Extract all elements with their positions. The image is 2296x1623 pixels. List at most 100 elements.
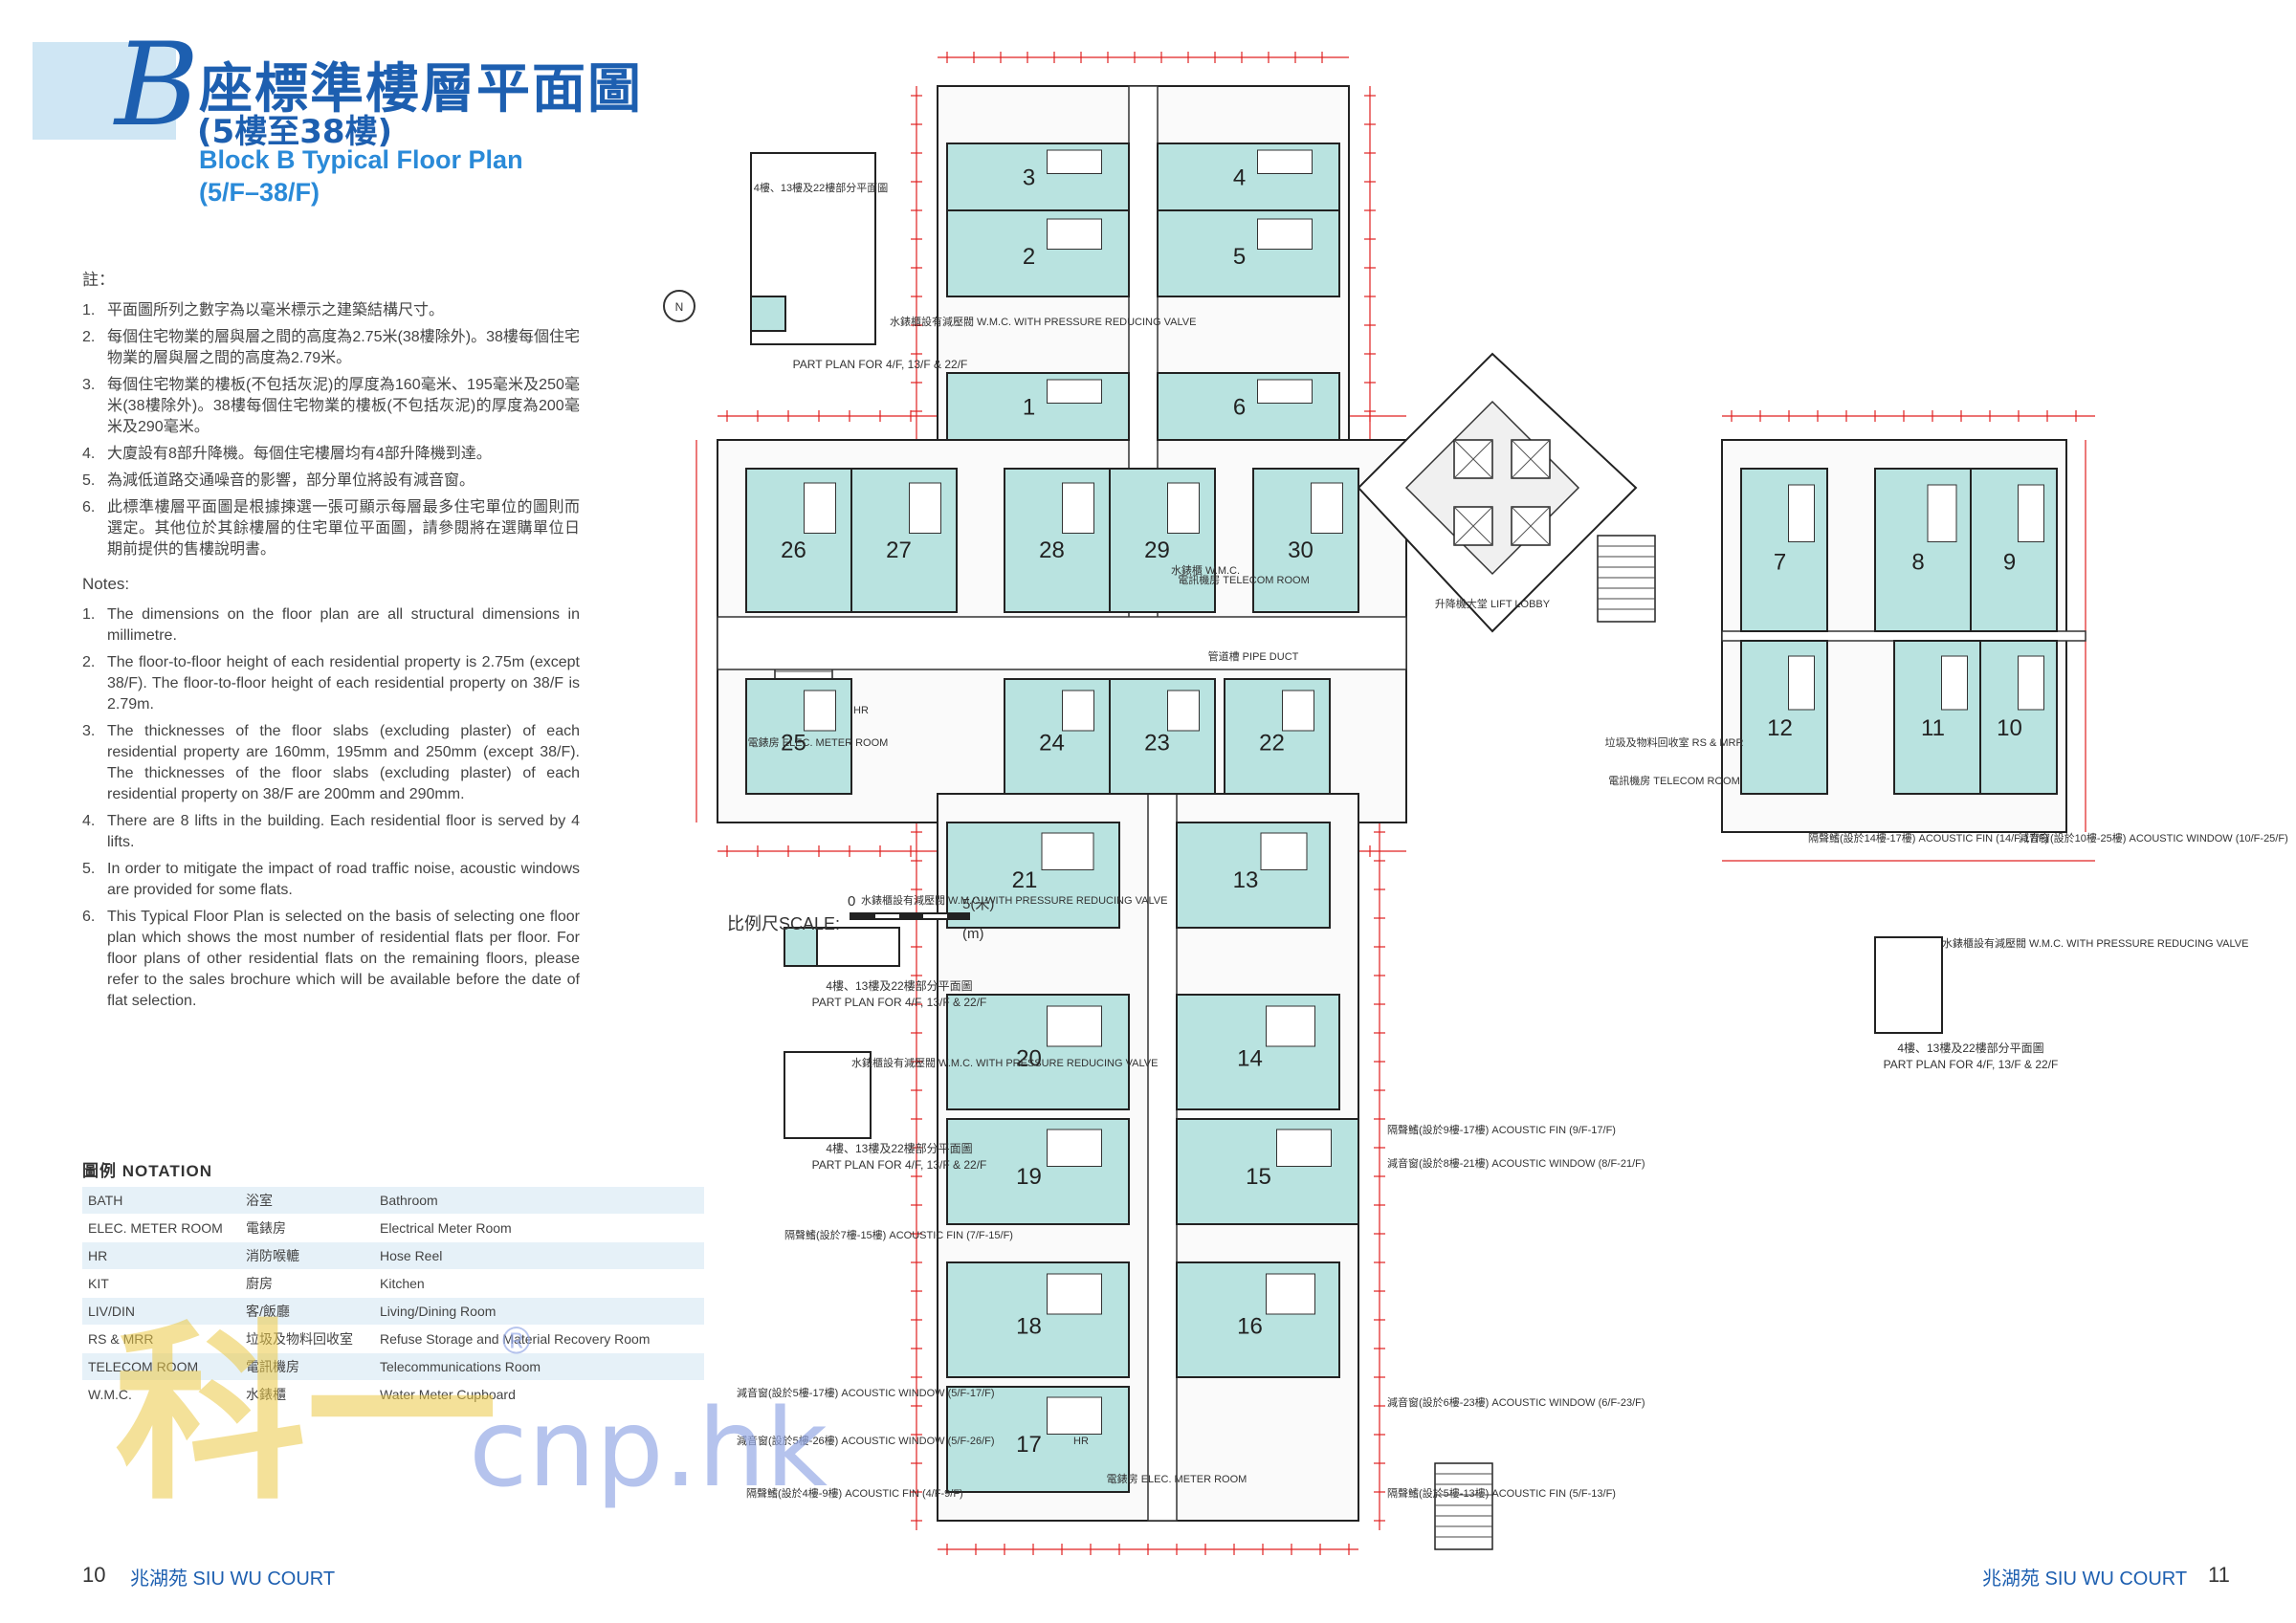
flat-service-area bbox=[909, 482, 941, 534]
lift-shaft-cross bbox=[1453, 439, 1493, 479]
flat-number: 25 bbox=[781, 730, 806, 756]
notes-zh-text: 大廈設有8部升降機。每個住宅樓層均有4部升降機到達。 bbox=[107, 446, 492, 462]
notes-zh-number: 4. bbox=[82, 446, 96, 462]
notes-zh-item: 4. 大廈設有8部升降機。每個住宅樓層均有4部升降機到達。 bbox=[82, 444, 580, 465]
flat-service-area bbox=[1276, 1129, 1332, 1167]
notation-title: 圖例 NOTATION bbox=[82, 1162, 212, 1180]
part-plan-caption-en-30: PART PLAN FOR 4/F, 13/F & 22/F bbox=[793, 358, 968, 371]
notes-en-number: 4. bbox=[82, 813, 96, 829]
part-plan-caption-zh-30: 4樓、13樓及22樓部分平面圖 bbox=[754, 181, 889, 194]
part-plan-caption-en-21: PART PLAN FOR 4/F, 13/F & 22/F bbox=[812, 1158, 987, 1172]
part-plan-caption-en-13: PART PLAN FOR 4/F, 13/F & 22/F bbox=[1884, 1058, 2059, 1071]
flat-service-area bbox=[1047, 1129, 1102, 1167]
notes-en-text: There are 8 lifts in the building. Each … bbox=[107, 813, 580, 850]
page-title-zh: 座標準樓層平面圖 bbox=[199, 58, 643, 121]
flat-service-area bbox=[1062, 690, 1094, 732]
flat-service-area bbox=[1266, 1273, 1315, 1315]
notation-abbr: TELECOM ROOM bbox=[82, 1352, 240, 1381]
acoustic-fin-7-label: 隔聲鰭(設於7樓-15樓) ACOUSTIC FIN (7/F-15/F) bbox=[784, 1228, 1013, 1241]
notation-zh: 廚房 bbox=[240, 1269, 374, 1298]
notation-en: Telecommunications Room bbox=[374, 1352, 704, 1381]
notes-en-number: 2. bbox=[82, 654, 96, 670]
block-letter: B bbox=[115, 19, 200, 152]
flat-number: 13 bbox=[1233, 867, 1259, 893]
flat-number: 20 bbox=[1016, 1045, 1042, 1071]
flat-service-area bbox=[1167, 482, 1200, 534]
notes-zh-number: 3. bbox=[82, 377, 96, 393]
scale-start: 0 bbox=[848, 893, 856, 910]
notes-en-number: 3. bbox=[82, 723, 96, 739]
wmc-valve-label-30: 水錶櫃設有減壓閥 W.M.C. WITH PRESSURE REDUCING V… bbox=[890, 315, 1196, 328]
part-plan-unit-30 bbox=[750, 296, 786, 332]
notes-en-item: 1.The dimensions on the floor plan are a… bbox=[82, 604, 580, 647]
notation-zh: 水錶櫃 bbox=[240, 1380, 374, 1409]
notation-en: Bathroom bbox=[374, 1187, 704, 1215]
flat-number: 11 bbox=[1921, 715, 1945, 741]
wmc-valve-label-13: 水錶櫃設有減壓閥 W.M.C. WITH PRESSURE REDUCING V… bbox=[1942, 936, 2248, 950]
north-arrow-label: N bbox=[675, 300, 684, 314]
notation-zh: 浴室 bbox=[240, 1187, 374, 1215]
flat-number: 7 bbox=[1774, 549, 1786, 575]
notation-zh: 客/飯廳 bbox=[240, 1297, 374, 1326]
part-plan-caption-zh-21: 4樓、13樓及22樓部分平面圖 bbox=[826, 1141, 972, 1155]
page-title-en: Block B Typical Floor Plan bbox=[199, 145, 523, 174]
flat-service-area bbox=[1311, 482, 1343, 534]
notes-en-item: 4. There are 8 lifts in the building. Eac… bbox=[82, 811, 580, 853]
flat-service-area bbox=[804, 482, 836, 534]
notes-zh-number: 1. bbox=[82, 302, 96, 318]
flat-service-area bbox=[1047, 149, 1102, 174]
notation-en: Electrical Meter Room bbox=[374, 1214, 704, 1242]
elec-meter-room-label-south: 電錶房 ELEC. METER ROOM bbox=[1107, 1473, 1247, 1485]
flat-number: 22 bbox=[1259, 730, 1285, 756]
notes-en-number: 5. bbox=[82, 861, 96, 877]
flat-service-area bbox=[1266, 1005, 1315, 1047]
notes-en-list: 1.The dimensions on the floor plan are a… bbox=[82, 604, 580, 1012]
flat-service-area bbox=[804, 690, 836, 732]
flat-number: 19 bbox=[1016, 1164, 1042, 1190]
corridor-west bbox=[717, 616, 1407, 670]
acoustic-window-5-17-label: 減音窗(設於5樓-17樓) ACOUSTIC WINDOW (5/F-17/F) bbox=[737, 1386, 995, 1399]
flat-service-area bbox=[1941, 655, 1968, 711]
part-plan-box-21 bbox=[784, 1051, 872, 1139]
lift-lobby-label: 升降機大堂 LIFT LOBBY bbox=[1435, 597, 1551, 610]
notation-abbr: W.M.C. bbox=[82, 1380, 240, 1409]
notes-section: 註： 1.平面圖所列之數字為以毫米標示之建築結構尺寸。2.每個住宅物業的層與層之… bbox=[82, 270, 580, 1018]
notes-en-text: The thicknesses of the floor slabs (excl… bbox=[107, 723, 580, 802]
notation-en: Living/Dining Room bbox=[374, 1297, 704, 1326]
acoustic-fin-5-label: 隔聲鰭(設於5樓-13樓) ACOUSTIC FIN (5/F-13/F) bbox=[1387, 1486, 1616, 1500]
notes-zh-number: 6. bbox=[82, 499, 96, 515]
notes-en-item: 2.The floor-to-floor height of each resi… bbox=[82, 652, 580, 715]
notation-zh: 電訊機房 bbox=[240, 1352, 374, 1381]
flat-number: 4 bbox=[1233, 164, 1246, 190]
elec-meter-room-label-west: 電錶房 ELEC. METER ROOM bbox=[748, 736, 889, 749]
telecom-room-label-east: 電訊機房 TELECOM ROOM bbox=[1608, 774, 1740, 787]
flat-number: 24 bbox=[1039, 730, 1065, 756]
core-areas bbox=[717, 85, 2086, 1550]
flat-service-area bbox=[1257, 379, 1313, 404]
notes-zh-item: 3.每個住宅物業的樓板(不包括灰泥)的厚度為160毫米、195毫米及250毫米(… bbox=[82, 375, 580, 438]
flat-service-area bbox=[1927, 484, 1957, 542]
flat-number: 26 bbox=[781, 537, 806, 563]
notation-abbr: LIV/DIN bbox=[82, 1297, 240, 1326]
flat-service-area bbox=[1041, 832, 1094, 870]
page-number-right: 11 bbox=[2208, 1563, 2230, 1587]
acoustic-window-6-label: 減音窗(設於6樓-23樓) ACOUSTIC WINDOW (6/F-23/F) bbox=[1387, 1395, 1645, 1409]
header-accent-tab bbox=[33, 42, 176, 140]
flat-service-area bbox=[1047, 1396, 1102, 1435]
flat-number: 18 bbox=[1016, 1313, 1042, 1339]
notes-en-text: This Typical Floor Plan is selected on t… bbox=[107, 909, 580, 1009]
notes-zh-item: 1.平面圖所列之數字為以毫米標示之建築結構尺寸。 bbox=[82, 300, 580, 321]
flat-service-area bbox=[1257, 149, 1313, 174]
flat-number: 3 bbox=[1023, 164, 1035, 190]
acoustic-fin-4-label: 隔聲鰭(設於4樓-9樓) ACOUSTIC FIN (4/F-9/F) bbox=[746, 1486, 963, 1500]
flat-service-area bbox=[2018, 655, 2044, 711]
notes-en-text: In order to mitigate the impact of road … bbox=[107, 861, 580, 898]
flat-service-area bbox=[1167, 690, 1200, 732]
